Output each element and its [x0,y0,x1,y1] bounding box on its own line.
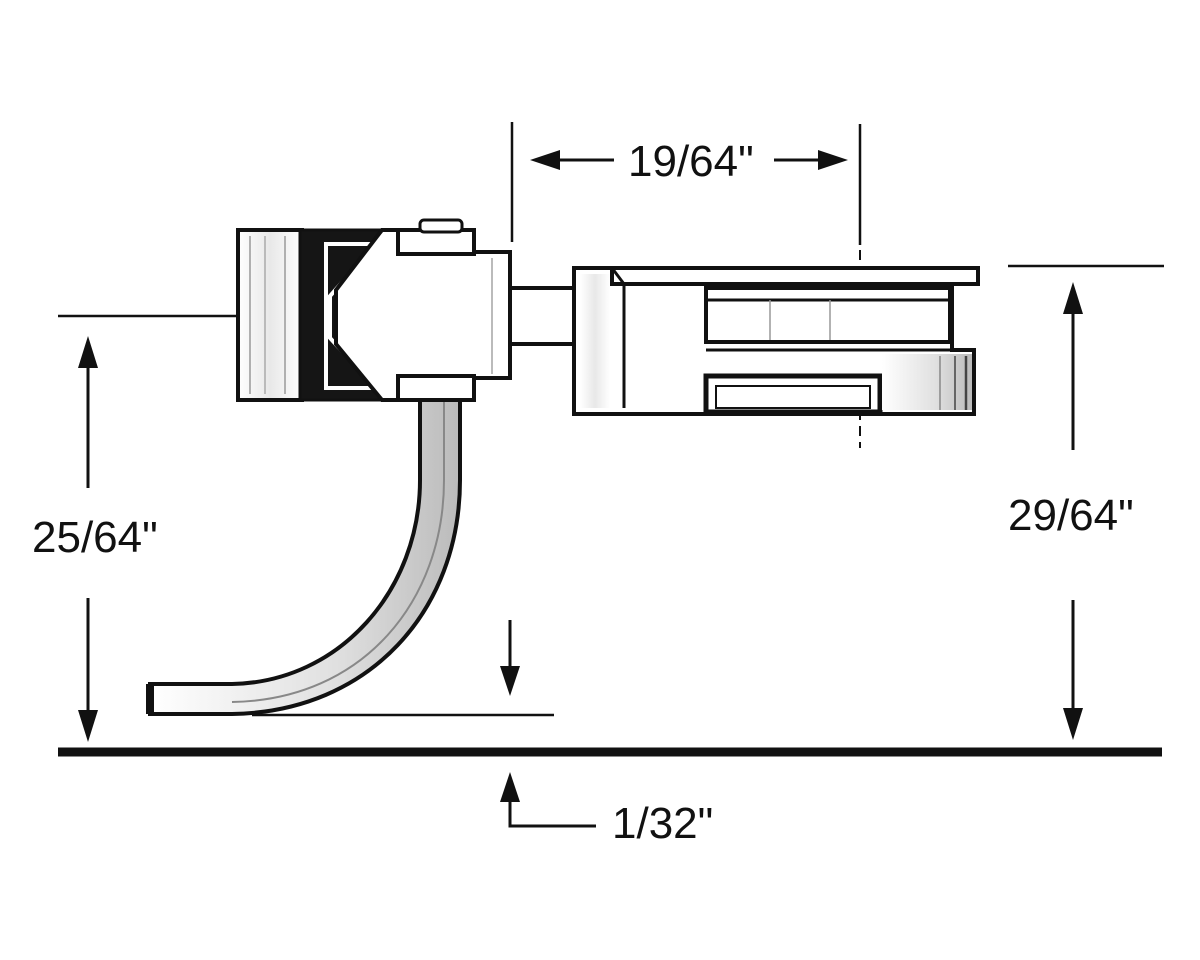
dim-left-arrowhead-top [78,336,98,368]
dim-right-arrowhead-top [1063,282,1083,314]
dim-left-arrowhead-bottom [78,710,98,742]
coupler-head [236,218,512,402]
dim-top-arrowhead-left [530,150,560,170]
box-upper-slot [704,286,952,344]
dim-pin-arrowhead-top [500,666,520,696]
dim-label-1-32: 1/32" [612,799,713,848]
coupler-shank [508,286,576,346]
dim-label-19-64: 19/64" [628,137,754,186]
draft-gear-box [572,266,980,416]
dim-pin-leader [508,790,596,828]
dim-right-arrowhead-bottom [1063,708,1083,740]
knuckle-pin [418,218,464,234]
dim-pin-arrowhead-bottom [500,772,520,802]
trip-pin [148,398,462,716]
knuckle-face [236,228,304,402]
dim-label-29-64: 29/64" [1008,491,1134,540]
upper-lug [396,228,476,256]
dim-top-arrowhead-right [818,150,848,170]
box-lid [610,266,980,286]
lower-lug [396,374,476,402]
dim-label-25-64: 25/64" [32,513,158,562]
